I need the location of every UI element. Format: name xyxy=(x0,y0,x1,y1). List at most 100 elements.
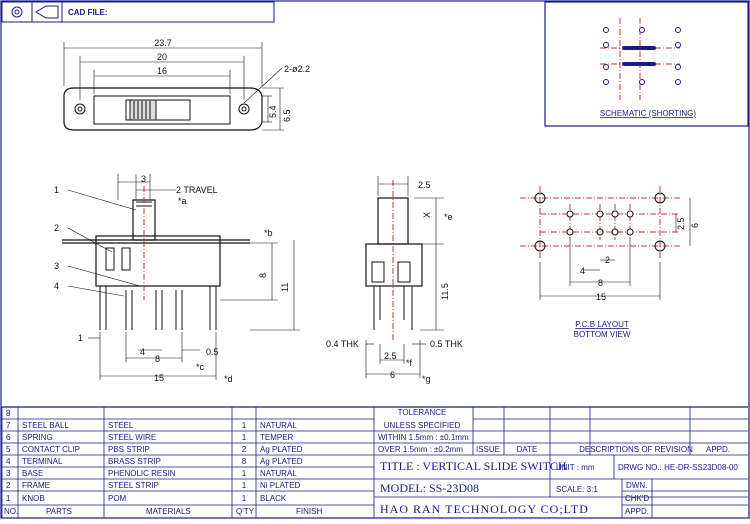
bom-material: PHENOLIC RESIN xyxy=(108,469,176,478)
schematic-box: SCHEMATIC (SHORTING) xyxy=(544,1,749,127)
bom-part: CONTACT CLIP xyxy=(22,445,80,454)
top-view xyxy=(63,42,284,131)
header-box: CAD FILE: xyxy=(1,1,275,23)
bom-no: 3 xyxy=(6,469,11,478)
mark-g: *g xyxy=(422,374,431,384)
appd-rev-label: APPD. xyxy=(706,445,730,454)
bom-material: PBS STRIP xyxy=(108,445,150,454)
title-block xyxy=(374,407,748,518)
pcb-labels: 2.5 6 2 4 8 15 P.C.B LAYOUT BOTTOM VIEW xyxy=(574,217,700,339)
bom-row: 5 CONTACT CLIP PBS STRIP 2 Ag PLATED xyxy=(6,445,303,454)
pcb-title: P.C.B LAYOUT xyxy=(575,320,629,329)
dim-hole-note: 2-ø2.2 xyxy=(284,64,310,74)
bom-header-row: NO. PARTS MATERIALS Q'TY FINISH xyxy=(4,507,322,516)
mark-c: *c xyxy=(196,362,205,372)
bom-part: FRAME xyxy=(22,481,50,490)
mark-a: *a xyxy=(178,196,187,206)
bom-finish: NATURAL xyxy=(260,469,297,478)
bom-row: 3 BASE PHENOLIC RESIN 1 NATURAL xyxy=(6,469,297,478)
dwn-label: DWN. xyxy=(626,481,647,490)
title-block-text: TOLERANCE UNLESS SPECIFIED WITHIN 1.5mm … xyxy=(378,408,738,516)
bom-no: 1 xyxy=(6,494,11,503)
callout-4: 4 xyxy=(54,281,59,291)
bom-rows: 8 7 STEEL BALL STEEL 1 NATURAL 6 SPRING … xyxy=(4,409,322,516)
bom-material: STEEL STRIP xyxy=(108,481,159,490)
bom-row: 2 FRAME STEEL STRIP 1 Ni PLATED xyxy=(6,481,301,490)
bom-no: 4 xyxy=(6,457,11,466)
projection-circle-icon xyxy=(11,6,23,18)
bom-material: STEEL xyxy=(108,421,134,430)
dim-3: 3 xyxy=(141,174,146,184)
callout-3: 3 xyxy=(54,261,59,271)
mark-d: *d xyxy=(224,374,233,384)
projection-cone-icon xyxy=(35,5,59,19)
pcb-dim-2: 2 xyxy=(605,255,610,265)
bom-part: TERMINAL xyxy=(22,457,63,466)
drwg-label: DRWG NO.: HE-DR-SS23D08-00 xyxy=(618,463,738,472)
travel-label: 2 TRAVEL xyxy=(176,185,218,195)
thk-right: 0.5 THK xyxy=(430,339,463,349)
callout-1: 1 xyxy=(54,185,59,195)
bom-row: 1 KNOB POM 1 BLACK xyxy=(6,494,287,503)
bom-finish: TEMPER xyxy=(260,433,294,442)
dim-h1: 5.4 xyxy=(268,105,278,118)
bom-qty: 1 xyxy=(242,421,247,430)
bom-part: BASE xyxy=(22,469,43,478)
side-view-labels: 1 2 3 4 3 2 TRAVEL *a *b 8 11 1 4 0.5 8 … xyxy=(54,174,290,384)
bom-finish: Ag PLATED xyxy=(260,457,303,466)
pcb-layout xyxy=(520,186,691,300)
bom-header-finish: FINISH xyxy=(296,507,322,516)
bom-qty: 2 xyxy=(242,445,247,454)
dim-4: 4 xyxy=(140,347,145,357)
mark-x: X xyxy=(422,212,432,218)
bom-material: STEEL WIRE xyxy=(108,433,156,442)
bom-material: BRASS STRIP xyxy=(108,457,161,466)
bom-no: 6 xyxy=(6,433,11,442)
schematic-caption: SCHEMATIC (SHORTING) xyxy=(600,109,696,118)
thk-left: 0.4 THK xyxy=(326,339,359,349)
dim-1: 1 xyxy=(78,333,83,343)
dim-8v: 8 xyxy=(258,273,268,278)
bom-header-qty: Q'TY xyxy=(236,507,255,516)
scale-label: SCALE: 3:1 xyxy=(556,485,598,494)
bom-no: 8 xyxy=(6,409,11,418)
dim-25bot: 2.5 xyxy=(384,351,397,361)
dim-h2: 6.5 xyxy=(282,109,292,122)
issue-label: ISSUE xyxy=(476,445,500,454)
title-text: TITLE : VERTICAL SLIDE SWITCH xyxy=(380,459,567,473)
bom-qty: 1 xyxy=(242,494,247,503)
dim-05: 0.5 xyxy=(206,347,219,357)
dim-11: 11 xyxy=(280,283,290,292)
tolerance-label: TOLERANCE xyxy=(398,408,447,417)
cad-file-label: CAD FILE: xyxy=(68,8,108,17)
bom-part: STEEL BALL xyxy=(22,421,69,430)
bom-header-no: NO. xyxy=(4,507,18,516)
end-view xyxy=(365,176,444,378)
bom-no: 7 xyxy=(6,421,11,430)
bom-header-materials: MATERIALS xyxy=(146,507,191,516)
bom-part: KNOB xyxy=(22,494,45,503)
descriptions-label: DESCRIPTIONS OF REVISION xyxy=(579,445,693,454)
dim-holes: 20 xyxy=(157,52,167,62)
within-label: WITHIN 1.5mm : ±0.1mm xyxy=(378,433,469,442)
bom-material: POM xyxy=(108,494,127,503)
pcb-subtitle: BOTTOM VIEW xyxy=(574,330,631,339)
bom-finish: NATURAL xyxy=(260,421,297,430)
callout-2: 2 xyxy=(54,223,59,233)
date-label: DATE xyxy=(517,445,538,454)
model-text: MODEL: SS-23D08 xyxy=(380,481,479,495)
pcb-dim-4: 4 xyxy=(580,266,585,276)
mark-e: *e xyxy=(444,212,453,222)
dim-25top: 2.5 xyxy=(418,180,431,190)
appd-label: APPD. xyxy=(625,507,649,516)
side-view xyxy=(62,174,300,380)
bom-qty: 1 xyxy=(242,433,247,442)
dim-6: 6 xyxy=(390,370,395,380)
end-view-labels: 2.5 X *e 11.5 0.4 THK 0.5 THK 2.5 *f 6 *… xyxy=(326,180,463,384)
bom-finish: Ni PLATED xyxy=(260,481,301,490)
dim-15: 15 xyxy=(154,373,164,383)
dim-overall: 23.7 xyxy=(154,38,172,48)
bom-table xyxy=(1,406,748,519)
